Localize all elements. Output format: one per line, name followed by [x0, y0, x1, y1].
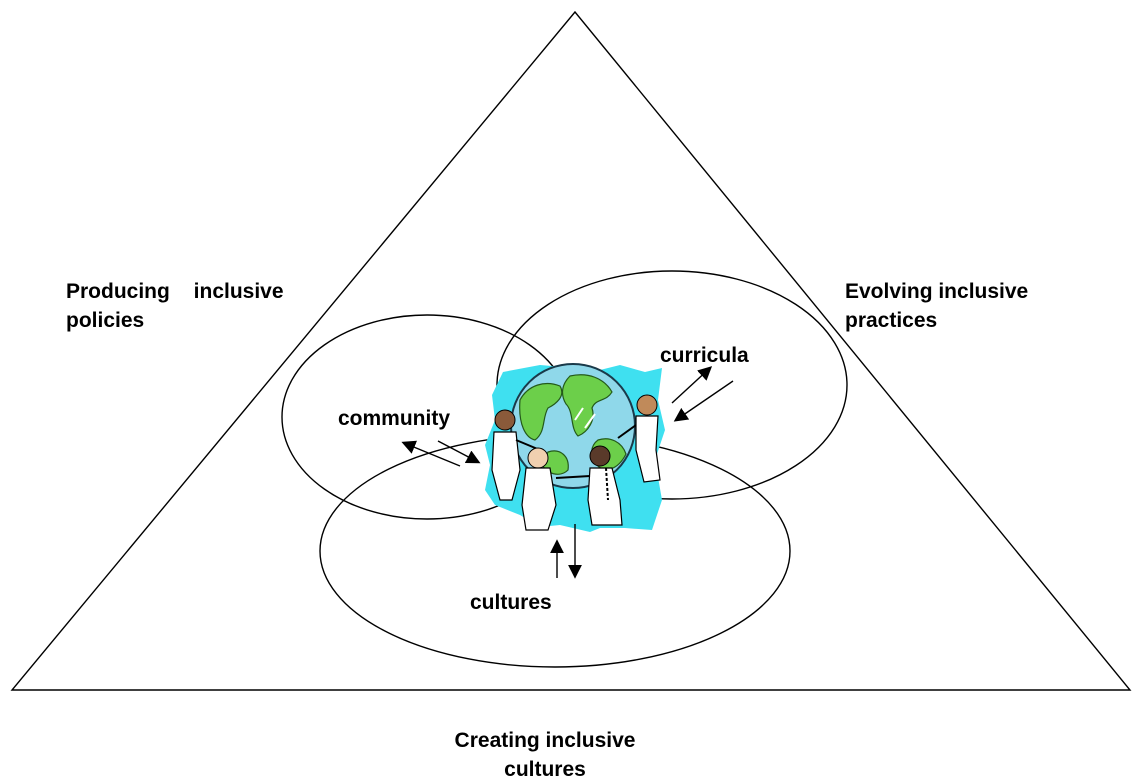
label-line: policies [66, 309, 145, 332]
label-creating-cultures: Creating inclusive cultures [430, 726, 660, 776]
globe-children-clipart-icon [485, 363, 665, 532]
label-curricula: curricula [660, 344, 749, 367]
community-arrow-in [437, 440, 481, 464]
label-community: community [338, 407, 451, 430]
label-line: Producing inclusive [66, 280, 284, 303]
label-line: Evolving inclusive [845, 280, 1029, 303]
outer-triangle [10, 10, 1132, 691]
label-cultures: cultures [470, 591, 552, 614]
label-evolving-practices: Evolving inclusive practices [845, 277, 1028, 335]
label-producing-policies: Producing inclusive policies [66, 277, 284, 335]
curricula-arrow-out [671, 366, 713, 404]
community-arrow-out [401, 440, 461, 467]
label-line: cultures [504, 758, 586, 776]
curricula-arrow-in [673, 380, 734, 422]
label-line: Creating inclusive [454, 729, 636, 752]
label-line: practices [845, 309, 938, 332]
